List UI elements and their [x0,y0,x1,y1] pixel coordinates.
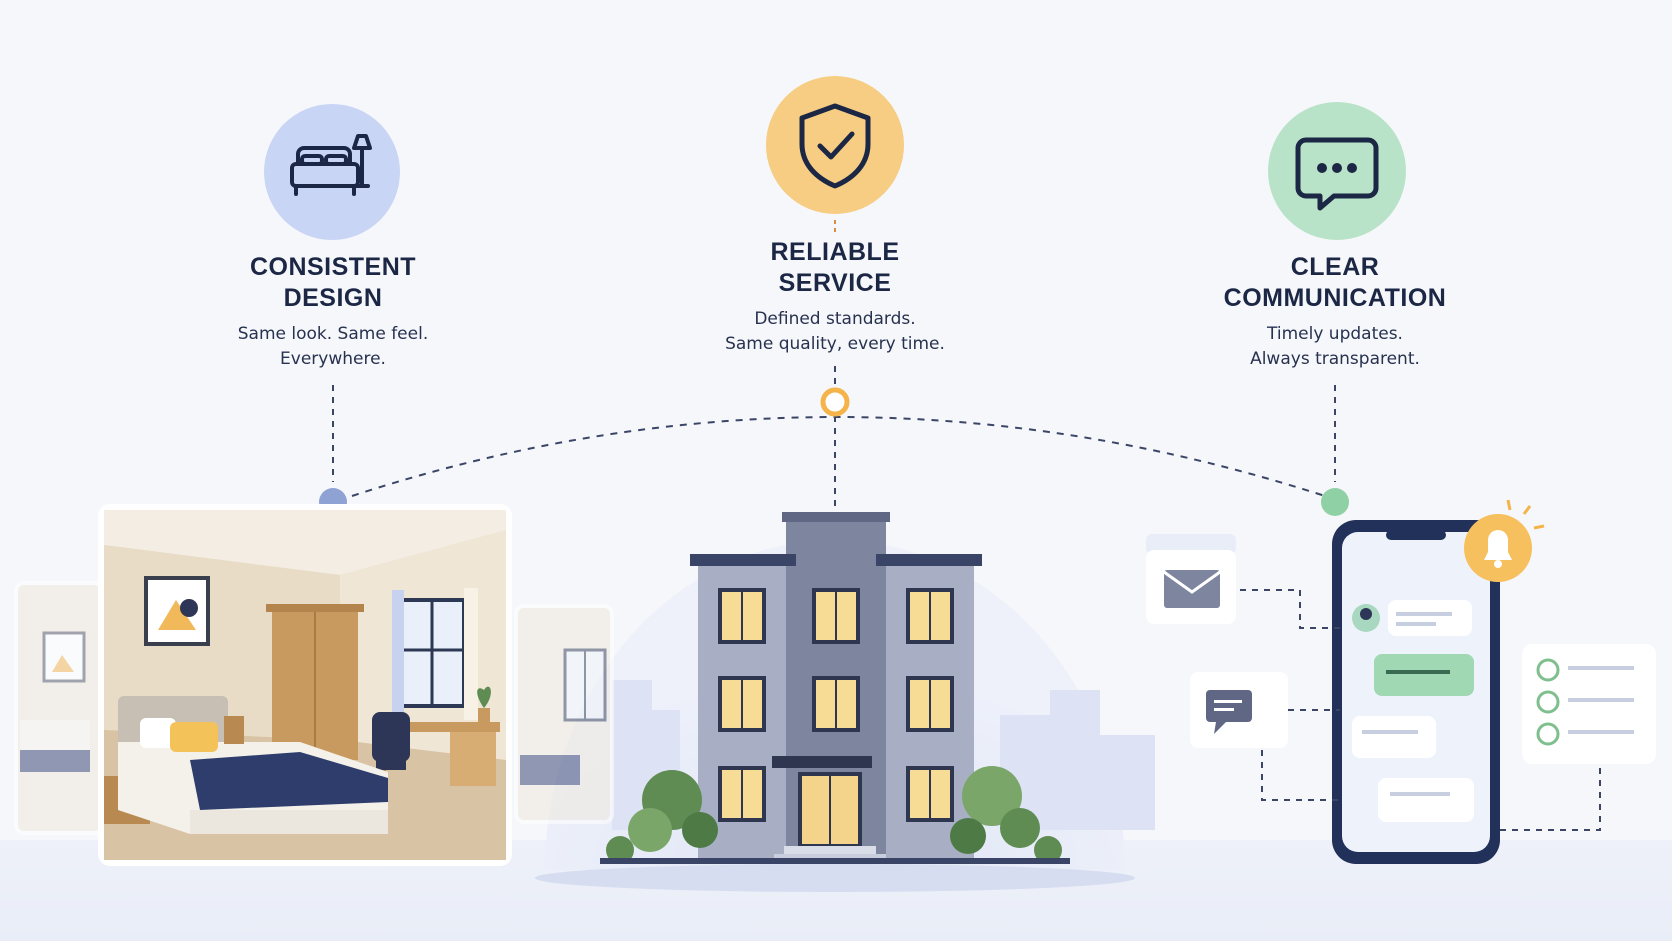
description-line: Everywhere. [280,349,386,369]
service-icon-circle [766,76,904,214]
shield-check-icon [799,103,871,189]
email-card [1146,534,1236,624]
communication-node [1321,488,1349,516]
title-line: CONSISTENT [249,253,417,281]
pillar-title: CONSISTENT DESIGN [188,252,478,314]
description-line: Defined standards. [754,309,916,329]
chat-bubble-icon [1295,137,1379,211]
communication-icon-circle [1268,102,1406,240]
pillar-clear-communication: CLEAR COMMUNICATION Timely updates. Alwa… [1175,252,1495,372]
smartphone [1332,520,1500,864]
title-line: CLEAR [1290,253,1380,281]
title-line: RELIABLE [770,238,900,266]
design-icon-circle [264,104,400,240]
bedroom-photo-main [98,504,512,866]
pillar-title: RELIABLE SERVICE [680,237,990,299]
pillar-description: Timely updates. Always transparent. [1175,322,1495,372]
bedroom-photo-left [14,581,104,835]
pillar-description: Defined standards. Same quality, every t… [680,307,990,357]
pillar-title: CLEAR COMMUNICATION [1175,252,1495,314]
bell-notification-icon [1464,499,1545,582]
hotel-building [600,512,1070,864]
message-card [1190,672,1288,748]
phone-links [1240,589,1601,831]
pillar-consistent-design: CONSISTENT DESIGN Same look. Same feel. … [188,252,478,372]
connection-arc [351,416,1326,497]
title-line: DESIGN [283,284,383,312]
checklist-card [1522,644,1656,764]
description-line: Same quality, every time. [725,334,945,354]
bedroom-photo-right [514,604,614,824]
pillar-description: Same look. Same feel. Everywhere. [188,322,478,372]
service-node [820,387,850,417]
description-line: Same look. Same feel. [237,324,429,344]
pillar-reliable-service: RELIABLE SERVICE Defined standards. Same… [680,237,990,357]
building-shadow [535,864,1135,892]
bed-lamp-icon [290,134,372,196]
title-line: SERVICE [778,269,892,297]
title-line: COMMUNICATION [1223,284,1447,312]
description-line: Always transparent. [1250,349,1420,369]
description-line: Timely updates. [1267,324,1403,344]
